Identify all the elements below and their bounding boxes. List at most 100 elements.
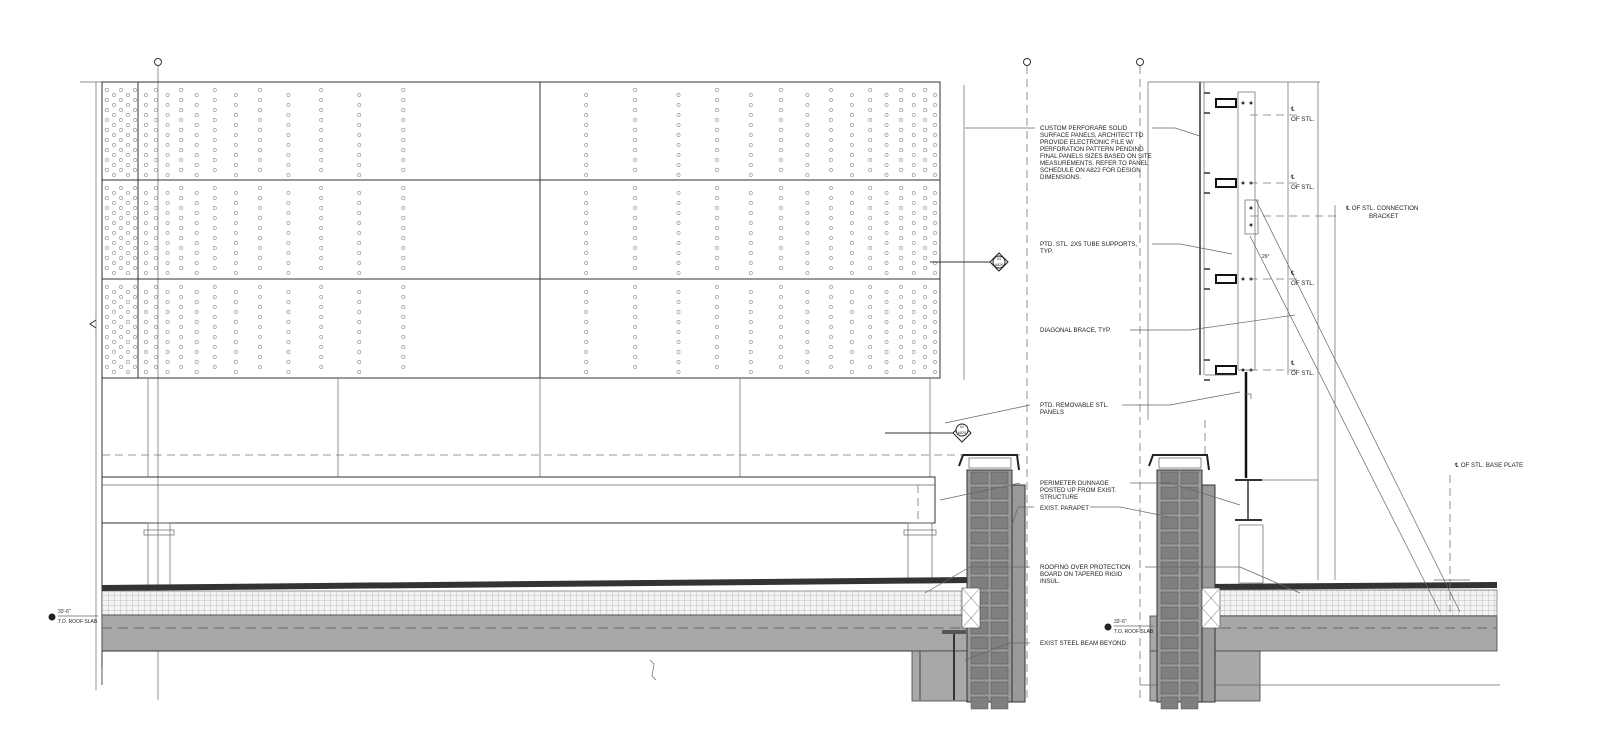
- brick: [1160, 561, 1179, 575]
- perforation: [357, 163, 362, 167]
- perforation: [144, 123, 148, 127]
- perforation: [126, 330, 130, 334]
- perforation: [258, 355, 263, 359]
- perforation: [179, 168, 183, 172]
- perforation: [714, 108, 719, 112]
- perforation: [126, 153, 130, 157]
- perforation: [584, 153, 589, 157]
- perforation: [714, 305, 719, 309]
- brick: [990, 621, 1009, 635]
- note-diagonal-brace: DIAGONAL BRACE, TYP.: [1040, 327, 1111, 334]
- perforation: [233, 370, 238, 374]
- perforation: [911, 300, 916, 304]
- perforation: [286, 143, 291, 147]
- perforation: [778, 335, 783, 339]
- brick: [970, 681, 989, 695]
- perforation: [923, 285, 927, 289]
- perforation: [884, 191, 889, 195]
- brick: [1160, 501, 1179, 515]
- perforation: [933, 330, 937, 334]
- perforation: [144, 360, 148, 364]
- perforation: [778, 315, 783, 319]
- perforation: [899, 295, 903, 299]
- perforation: [401, 266, 406, 270]
- perforation: [119, 226, 123, 230]
- perforation: [633, 186, 638, 190]
- perforation: [105, 186, 109, 190]
- perforation: [849, 221, 854, 225]
- perforation: [884, 173, 889, 177]
- perforation: [899, 138, 903, 142]
- perforation: [144, 133, 148, 137]
- perforation: [357, 103, 362, 107]
- perforation: [401, 355, 406, 359]
- perforation: [319, 226, 324, 230]
- perforation: [179, 196, 183, 200]
- perforation: [933, 300, 937, 304]
- perforation: [179, 88, 183, 92]
- perforation: [126, 241, 130, 245]
- perforation: [286, 153, 291, 157]
- perforation: [133, 335, 137, 339]
- note-line: INSUL.: [1040, 578, 1060, 585]
- perforation: [319, 355, 324, 359]
- perforation: [633, 256, 638, 260]
- perforation: [233, 241, 238, 245]
- perforation: [105, 206, 109, 210]
- perforation: [233, 251, 238, 255]
- perforation: [112, 191, 116, 195]
- perforation: [112, 330, 116, 334]
- brick: [1160, 546, 1179, 560]
- perforation: [319, 168, 324, 172]
- perforation: [884, 163, 889, 167]
- perforation: [179, 256, 183, 260]
- perforation: [829, 355, 833, 359]
- perforation: [154, 158, 158, 162]
- perforation: [105, 345, 109, 349]
- brace-angle: 26°: [1262, 254, 1270, 260]
- perforation: [133, 108, 137, 112]
- perforation: [212, 138, 217, 142]
- perforation: [778, 186, 783, 190]
- perforation: [923, 186, 927, 190]
- perforation: [194, 310, 199, 314]
- perforation: [584, 191, 589, 195]
- perforation: [154, 266, 158, 270]
- perforation: [154, 148, 158, 152]
- perforation: [778, 216, 783, 220]
- note-line: ℄: [1290, 270, 1295, 277]
- perforation: [105, 98, 109, 102]
- perforation: [714, 216, 719, 220]
- perforation: [676, 103, 681, 107]
- perforation: [748, 340, 753, 344]
- perforation: [105, 196, 109, 200]
- perforation: [584, 221, 589, 225]
- perforation: [319, 345, 324, 349]
- perforation: [748, 143, 753, 147]
- perforation: [319, 206, 324, 210]
- perforation: [212, 355, 217, 359]
- perforation: [884, 123, 889, 127]
- perforation: [676, 271, 681, 275]
- perforation: [748, 153, 753, 157]
- perforation: [829, 345, 833, 349]
- perforation: [401, 335, 406, 339]
- elevation-marker-right: 33'-6" T.O. ROOF SLAB: [1104, 619, 1154, 635]
- perforation: [933, 221, 937, 225]
- perforation: [829, 206, 833, 210]
- perforation: [868, 365, 873, 369]
- brick: [990, 591, 1009, 605]
- perforation: [105, 158, 109, 162]
- perforation: [144, 290, 148, 294]
- perforation: [233, 133, 238, 137]
- parapet-right: [1148, 454, 1221, 710]
- perforation: [933, 271, 937, 275]
- perforation: [933, 290, 937, 294]
- perforation: [112, 211, 116, 215]
- perforation: [126, 290, 130, 294]
- perforation: [911, 370, 916, 374]
- perforation: [676, 153, 681, 157]
- perforation: [126, 163, 130, 167]
- perforation: [319, 158, 324, 162]
- perforation: [119, 98, 123, 102]
